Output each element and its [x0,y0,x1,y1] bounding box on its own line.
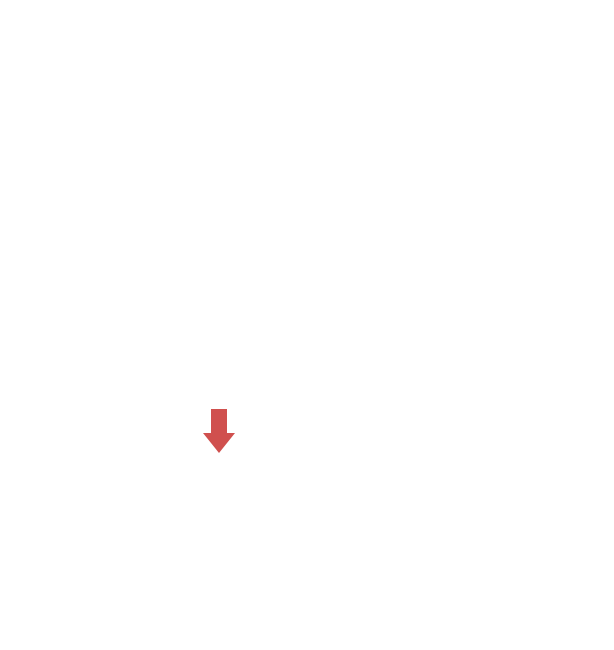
arrow-shape [203,409,235,453]
arrow-down-icon [203,409,235,453]
